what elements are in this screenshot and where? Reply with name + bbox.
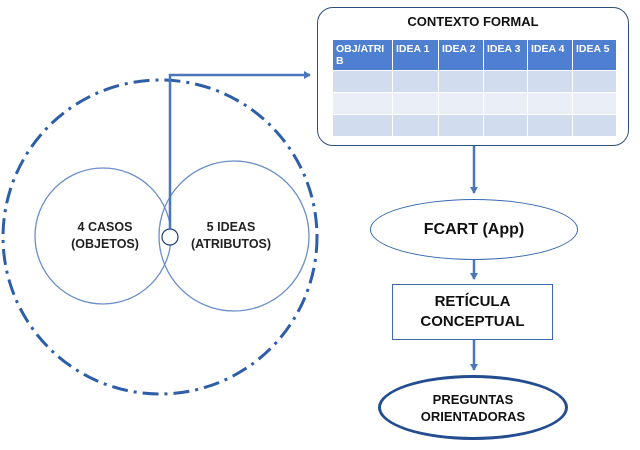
formal-context-table: OBJ/ATRIB IDEA 1 IDEA 2 IDEA 3 IDEA 4 ID… [332, 39, 617, 137]
table-cell [572, 114, 617, 137]
table-cell [332, 114, 393, 137]
header-idea-5: IDEA 5 [572, 39, 617, 71]
fcart-app-node: FCART (App) [370, 199, 578, 260]
outer-dashdot-circle [1, 78, 319, 396]
table-cell [527, 114, 573, 137]
table-row [332, 114, 617, 137]
table-cell [527, 70, 573, 93]
table-cell [332, 92, 393, 115]
questions-label-line-1: PREGUNTAS [432, 391, 514, 407]
connector-to-context [168, 71, 311, 229]
fcart-app-label: FCART (App) [423, 220, 525, 238]
table-cell [392, 92, 439, 115]
table-cell [483, 114, 528, 137]
header-idea-1: IDEA 1 [392, 39, 439, 71]
table-cell [332, 70, 393, 93]
header-idea-3: IDEA 3 [483, 39, 528, 71]
questions-label-line-2: ORIENTADORAS [420, 408, 526, 424]
header-obj-atrib: OBJ/ATRIB [332, 39, 393, 71]
table-cell [572, 70, 617, 93]
table-cell [483, 70, 528, 93]
attributes-label-line-2: (ATRIBUTOS) [190, 237, 272, 251]
attributes-circle [158, 160, 310, 312]
table-cell [438, 92, 484, 115]
table-header-row: OBJ/ATRIB IDEA 1 IDEA 2 IDEA 3 IDEA 4 ID… [332, 39, 617, 71]
table-body [332, 70, 617, 137]
table-cell [438, 114, 484, 137]
formal-context-title: CONTEXTO FORMAL [407, 14, 539, 29]
table-cell [572, 92, 617, 115]
table-cell [438, 70, 484, 93]
objects-label: 4 CASOS (OBJETOS) [62, 219, 148, 253]
attributes-label-line-1: 5 IDEAS [206, 220, 256, 234]
table-cell [483, 92, 528, 115]
header-idea-4: IDEA 4 [527, 39, 573, 71]
formal-context-box: CONTEXTO FORMAL OBJ/ATRIB IDEA 1 IDEA 2 … [317, 7, 629, 146]
table-cell [392, 114, 439, 137]
table-cell [392, 70, 439, 93]
table-row [332, 70, 617, 93]
header-idea-2: IDEA 2 [438, 39, 484, 71]
objects-label-line-2: (OBJETOS) [71, 237, 139, 251]
lattice-label-line-1: RETÍCULA [434, 293, 511, 310]
table-cell [527, 92, 573, 115]
lattice-label-line-2: CONCEPTUAL [420, 313, 525, 330]
guiding-questions-node: PREGUNTAS ORIENTADORAS [378, 375, 568, 440]
attributes-label: 5 IDEAS (ATRIBUTOS) [182, 219, 280, 253]
table-row [332, 92, 617, 115]
intersection-marker [161, 228, 179, 246]
objects-label-line-1: 4 CASOS [77, 220, 133, 234]
conceptual-lattice-node: RETÍCULA CONCEPTUAL [392, 284, 553, 340]
